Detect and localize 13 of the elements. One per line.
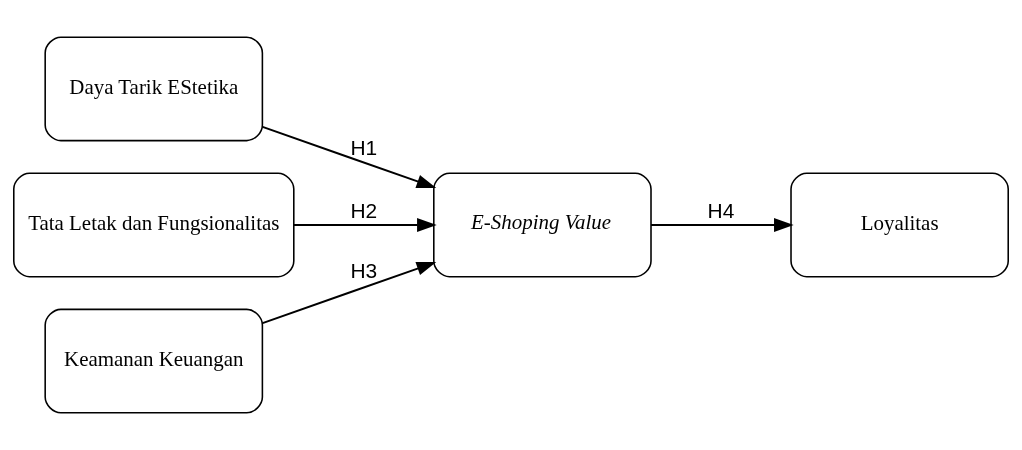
arrow	[650, 218, 794, 232]
node-box: Tata Letak dan Fungsionalitas	[13, 172, 295, 278]
arrow	[292, 218, 437, 232]
edge-label: H4	[707, 199, 735, 223]
node-box: Daya Tarik EStetika	[44, 36, 264, 142]
node-box: Loyalitas	[790, 172, 1009, 278]
edge-label: H3	[350, 259, 378, 283]
edge-label: H2	[350, 199, 378, 223]
node-box: Keamanan Keuangan	[44, 308, 264, 414]
arrow	[261, 261, 437, 325]
arrow	[261, 125, 437, 189]
node-box: E-Shoping Value	[433, 172, 652, 278]
edge-label: H1	[350, 136, 378, 160]
